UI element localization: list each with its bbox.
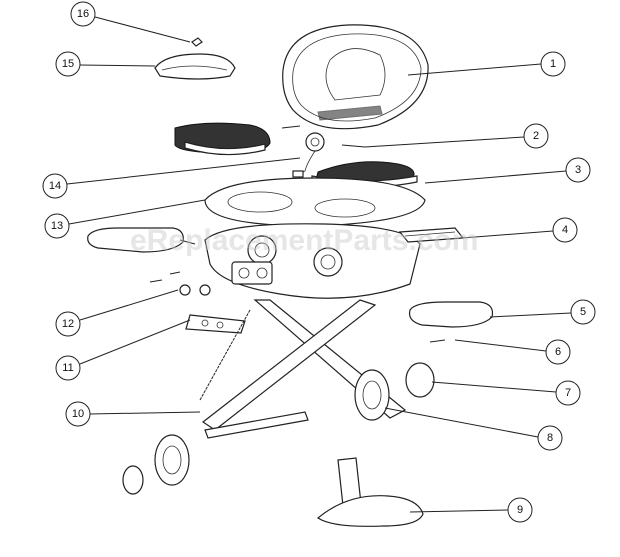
part-1-lid xyxy=(282,24,429,130)
part-2-bolts xyxy=(281,125,366,148)
callout-1: 1 xyxy=(540,51,566,77)
callout-2: 2 xyxy=(523,123,549,149)
callout-16: 16 xyxy=(70,1,96,27)
part-7-hubcap xyxy=(405,362,435,398)
part-9-handle xyxy=(316,457,424,527)
part-11-control-panel xyxy=(185,314,246,334)
callout-10: 10 xyxy=(65,401,91,427)
svg-text:12: 12 xyxy=(62,318,74,330)
svg-text:15: 15 xyxy=(62,58,74,70)
callout-6: 6 xyxy=(545,339,571,365)
watermark: eReplacementParts.com xyxy=(130,224,479,257)
part-6-pin xyxy=(429,339,446,343)
part-13-firebox xyxy=(204,177,426,227)
part-5-side-table-right xyxy=(408,301,494,328)
svg-text:1: 1 xyxy=(550,58,556,70)
callout-8: 8 xyxy=(537,425,563,451)
callout-3: 3 xyxy=(565,157,591,183)
part-14-regulator xyxy=(292,132,325,178)
svg-text:14: 14 xyxy=(49,180,61,192)
svg-text:9: 9 xyxy=(517,504,523,516)
svg-text:2: 2 xyxy=(533,130,539,142)
part-12-knobs xyxy=(149,271,211,296)
callout-5: 5 xyxy=(570,299,596,325)
part-side-table-left xyxy=(87,227,196,253)
callout-14: 14 xyxy=(42,173,68,199)
part-16-screw xyxy=(191,37,203,47)
callout-13: 13 xyxy=(44,213,70,239)
part-15-control-cover xyxy=(154,53,236,80)
part-wheel-left xyxy=(122,434,190,495)
callout-4: 4 xyxy=(552,217,578,243)
svg-text:10: 10 xyxy=(72,408,84,420)
leader-lines xyxy=(66,16,572,513)
callout-11: 11 xyxy=(55,355,81,381)
svg-text:13: 13 xyxy=(51,220,63,232)
svg-text:5: 5 xyxy=(580,306,586,318)
part-grate-left xyxy=(174,122,271,156)
svg-text:3: 3 xyxy=(575,164,581,176)
callout-15: 15 xyxy=(55,51,81,77)
svg-text:4: 4 xyxy=(562,224,568,236)
svg-text:6: 6 xyxy=(555,346,561,358)
svg-text:7: 7 xyxy=(565,387,571,399)
callout-7: 7 xyxy=(555,380,581,406)
grill-base xyxy=(204,223,421,299)
svg-text:16: 16 xyxy=(77,8,89,20)
svg-text:8: 8 xyxy=(547,432,553,444)
part-8-wheel-right xyxy=(354,369,390,421)
callout-12: 12 xyxy=(55,311,81,337)
callout-9: 9 xyxy=(507,497,533,523)
svg-text:11: 11 xyxy=(62,362,73,374)
